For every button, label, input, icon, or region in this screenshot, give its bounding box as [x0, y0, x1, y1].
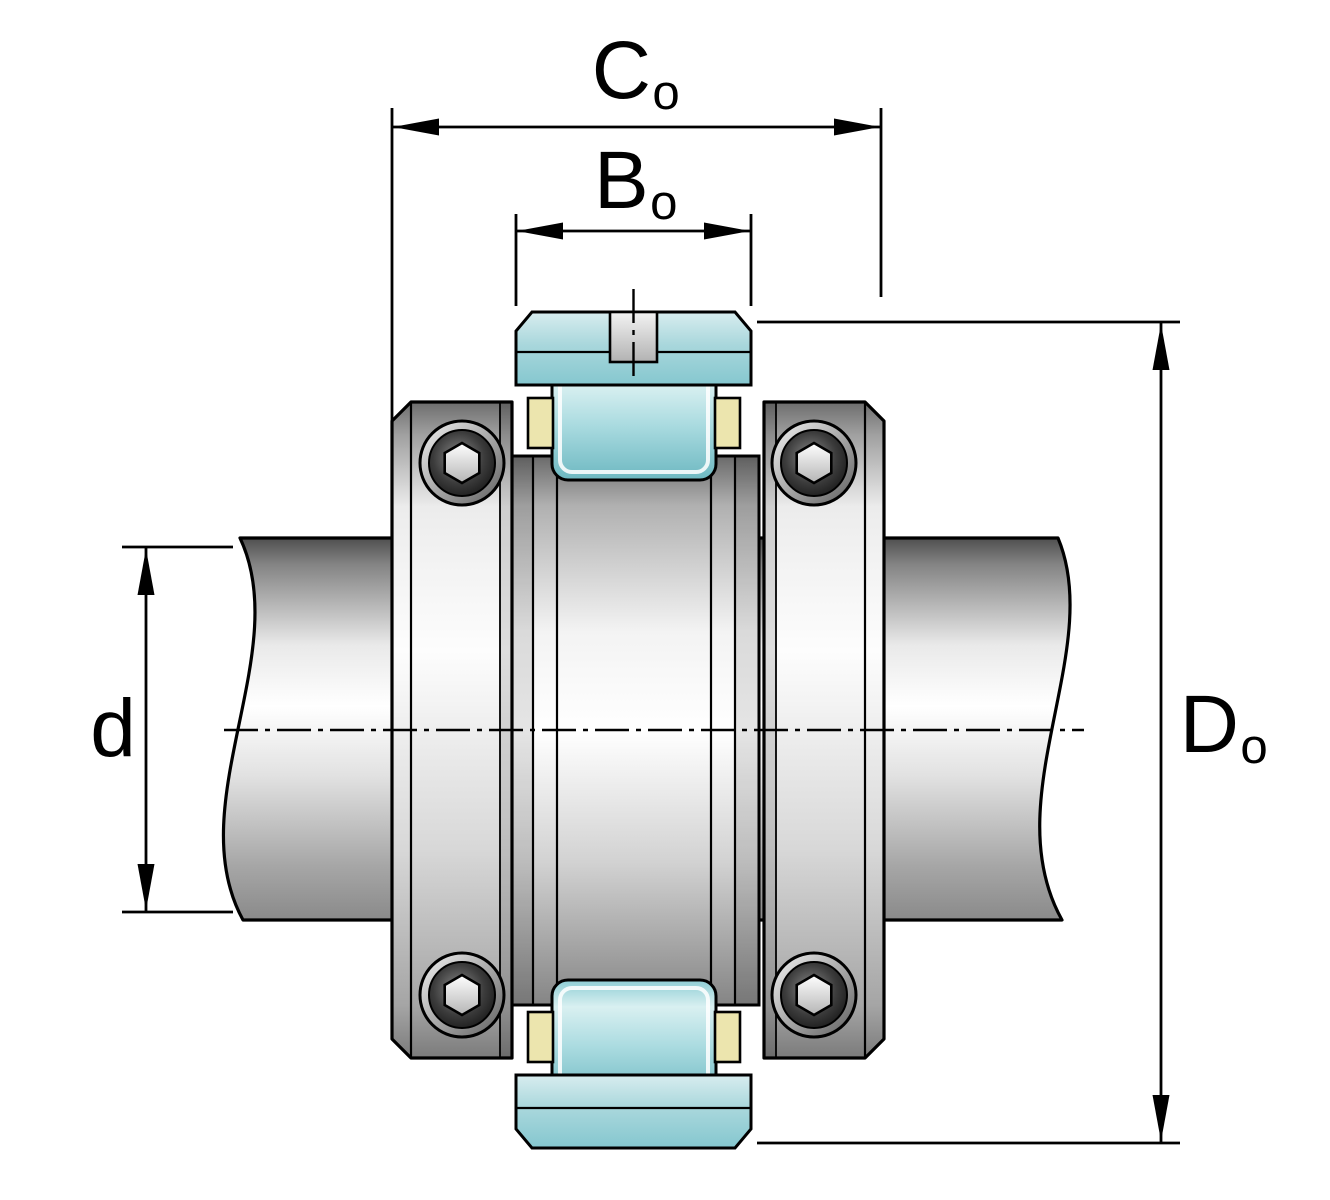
arrow-up-icon [1152, 324, 1170, 370]
cage-segment-bottom-right [713, 1010, 742, 1064]
dim-label-d-main: d [90, 683, 136, 774]
arrow-down-icon [137, 864, 155, 910]
hex-socket-icon [443, 973, 481, 1017]
arrow-right-icon [704, 222, 750, 240]
dim-do [757, 320, 1180, 1145]
dim-bo [514, 214, 753, 306]
dim-label-do-main: D [1179, 679, 1239, 770]
socket-screw-top-left [418, 419, 506, 507]
socket-screw-top-right [770, 419, 858, 507]
arrow-down-icon [1152, 1095, 1170, 1141]
arrow-up-icon [137, 549, 155, 595]
dim-co [390, 108, 883, 450]
dim-label-co-sub: o [652, 64, 680, 120]
dim-label-co-main: C [591, 25, 651, 116]
cage-segment-top-right [713, 396, 742, 450]
arrow-left-icon [517, 222, 563, 240]
socket-screw-bottom-left [418, 951, 506, 1039]
cage-segment-top-left [526, 396, 555, 450]
arrow-left-icon [393, 118, 439, 136]
dim-d [122, 545, 233, 914]
dim-label-do-sub: o [1240, 718, 1268, 774]
dim-label-bo-sub: o [650, 174, 678, 230]
dim-label-bo-main: B [593, 135, 649, 226]
dim-label-d: d [58, 688, 168, 770]
socket-screw-bottom-right [770, 951, 858, 1039]
dim-label-co: Co [555, 30, 715, 117]
arrow-right-icon [834, 118, 880, 136]
hex-socket-icon [443, 441, 481, 485]
dim-label-do: Do [1158, 684, 1288, 771]
hex-socket-icon [795, 441, 833, 485]
center-lines [224, 289, 1084, 732]
dim-label-bo: Bo [555, 140, 715, 227]
bottom-housing-cap [514, 1073, 753, 1150]
cage-segment-bottom-left [526, 1010, 555, 1064]
hex-socket-icon [795, 973, 833, 1017]
